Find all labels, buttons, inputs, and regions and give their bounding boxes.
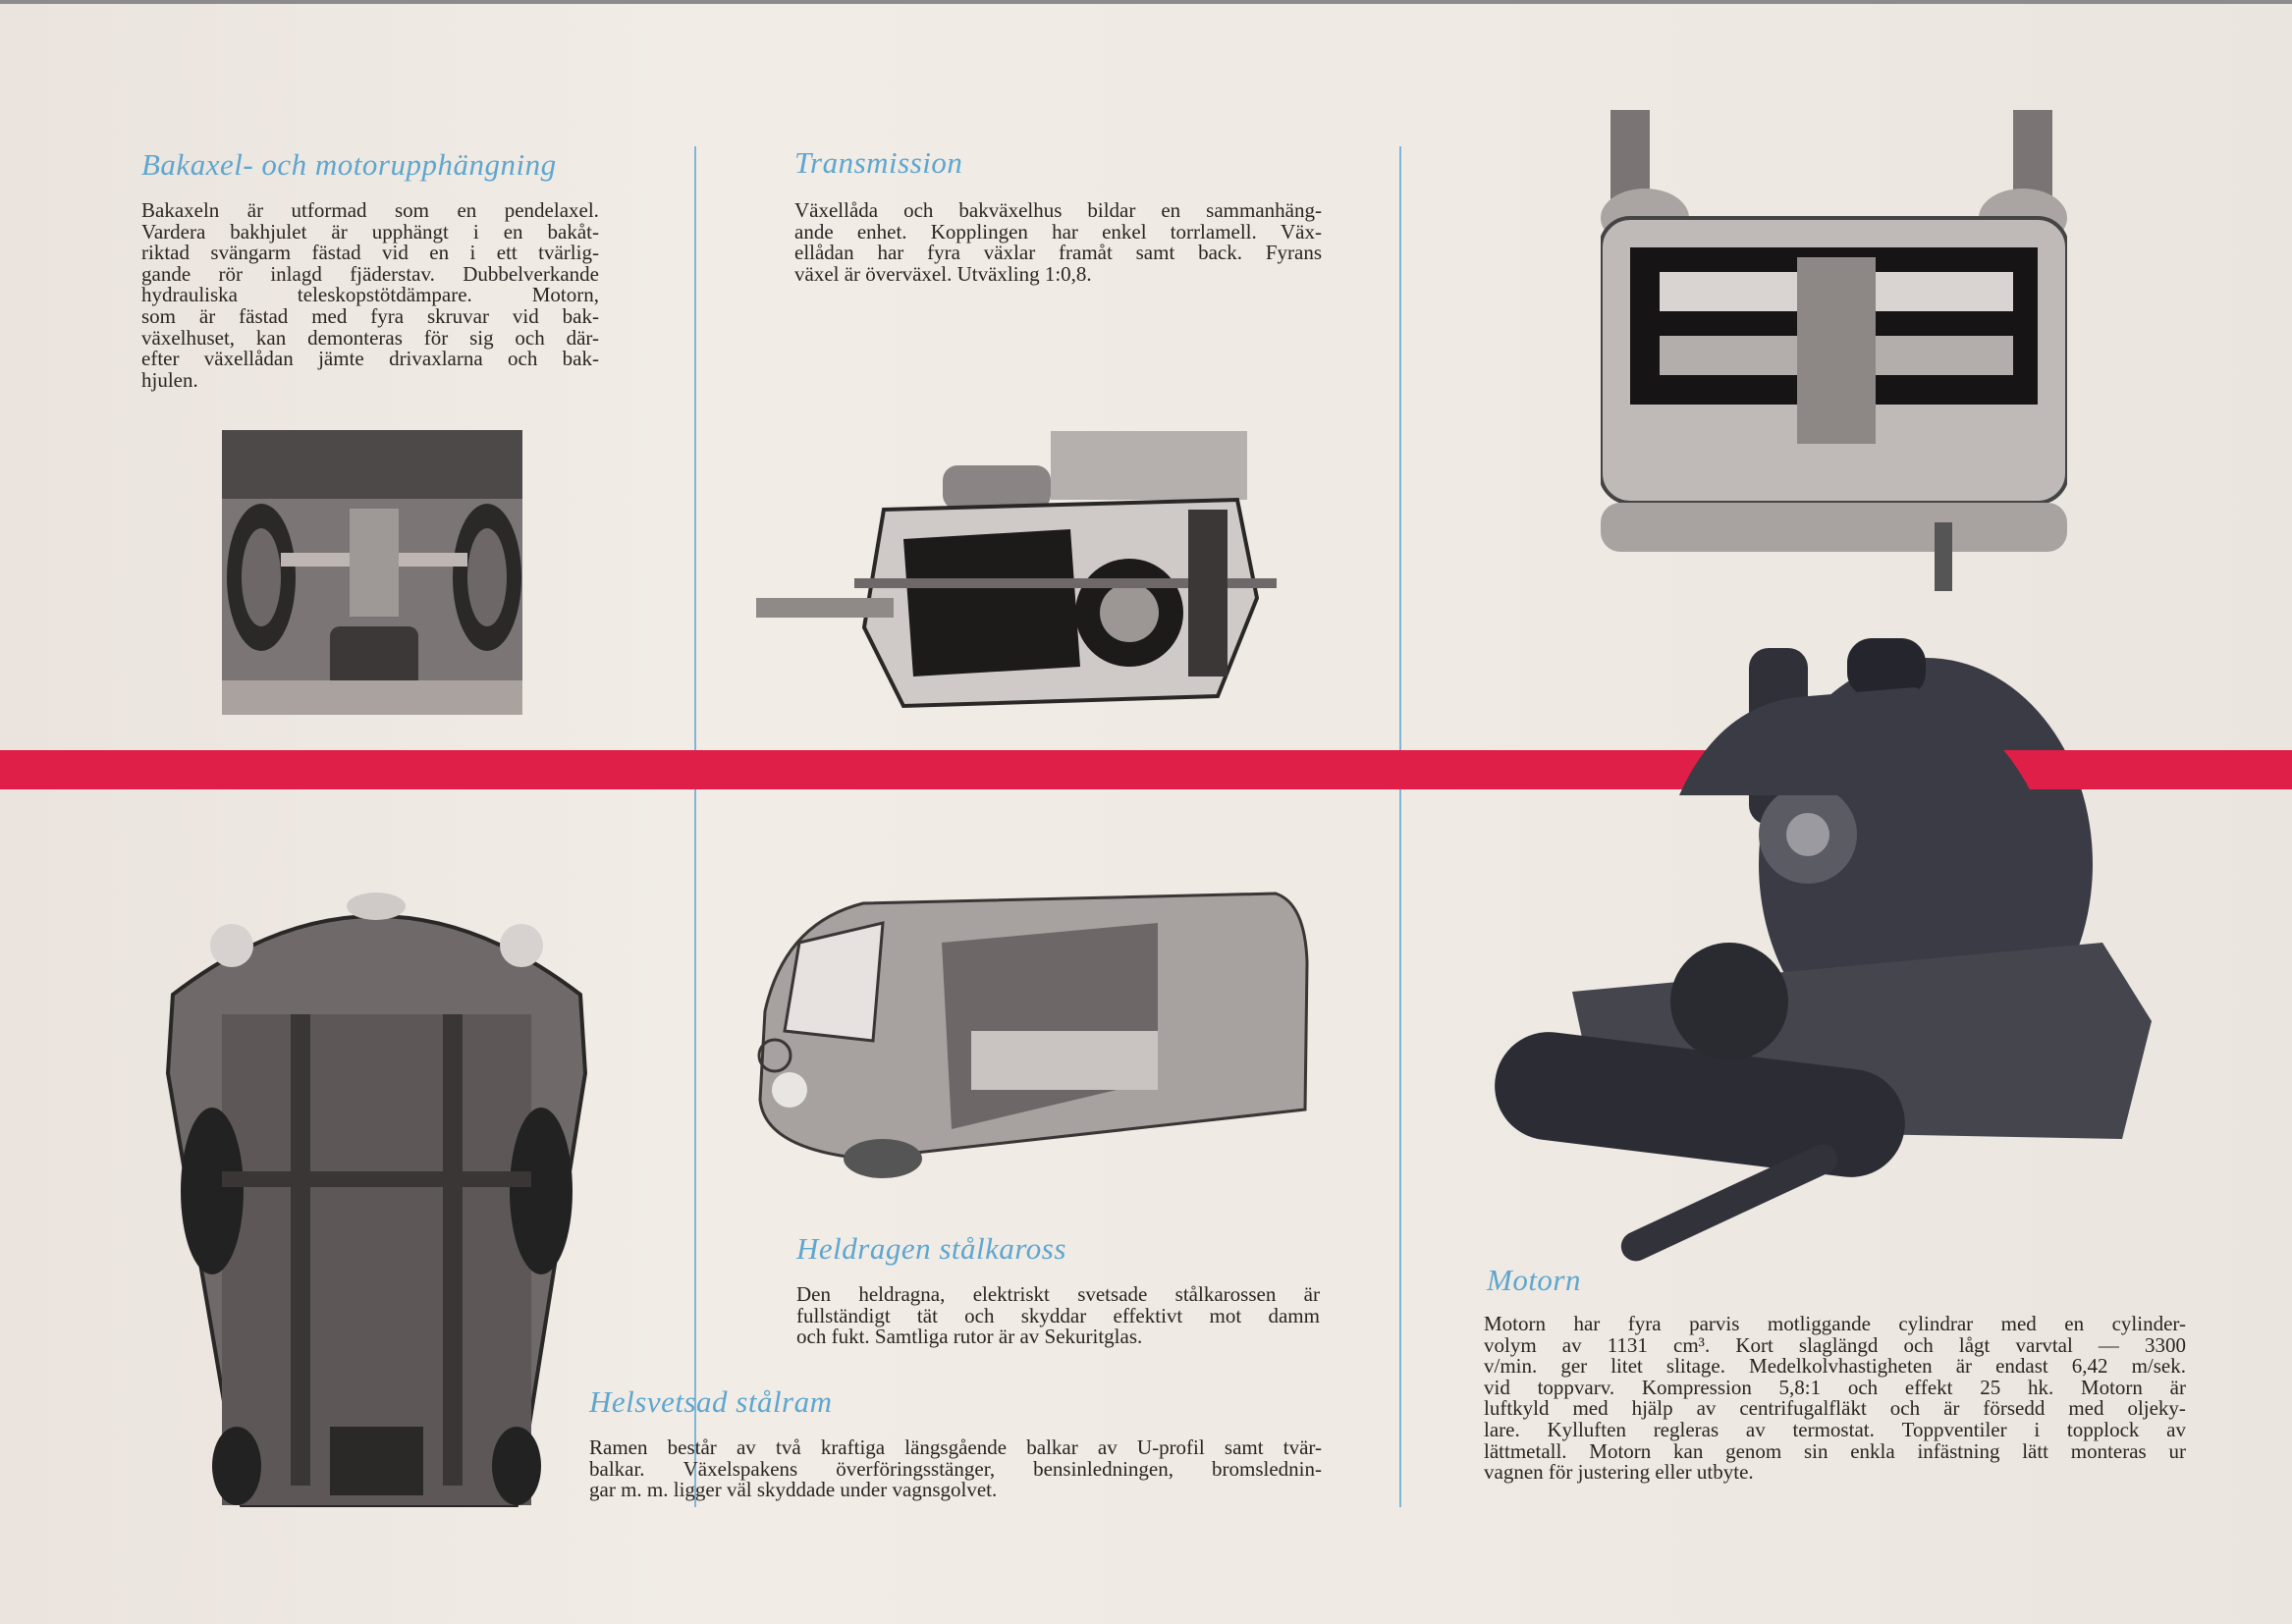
bus-underside-photo [165,893,588,1507]
heading-transmission: Transmission [794,145,963,180]
text-line: gar m. m. ligger väl skyddade under vagn… [589,1478,998,1502]
rear-axle-photo [222,430,522,715]
text-line: växel är överväxel. Utväxling 1:0,8. [794,261,1092,286]
text-line: hjulen. [141,367,198,392]
text-line: vagnen för justering eller utbyte. [1484,1460,1754,1485]
heading-helsvetsad: Helsvetsad stålram [589,1384,833,1419]
column-divider [1399,146,1401,1507]
engine-photo-overlap [1679,687,2033,795]
transmission-cutaway [756,431,1277,709]
engine-cutaway [1601,110,2067,591]
column-divider [694,146,696,1507]
van-body-cutaway [757,892,1309,1178]
heading-heldragen: Heldragen stålkaross [796,1231,1066,1266]
scan-edge [0,0,2292,4]
heading-motorn: Motorn [1487,1263,1581,1297]
text-line: och fukt. Samtliga rutor är av Sekuritgl… [796,1325,1143,1349]
heading-bakaxel: Bakaxel- och motorupphängning [141,147,557,182]
